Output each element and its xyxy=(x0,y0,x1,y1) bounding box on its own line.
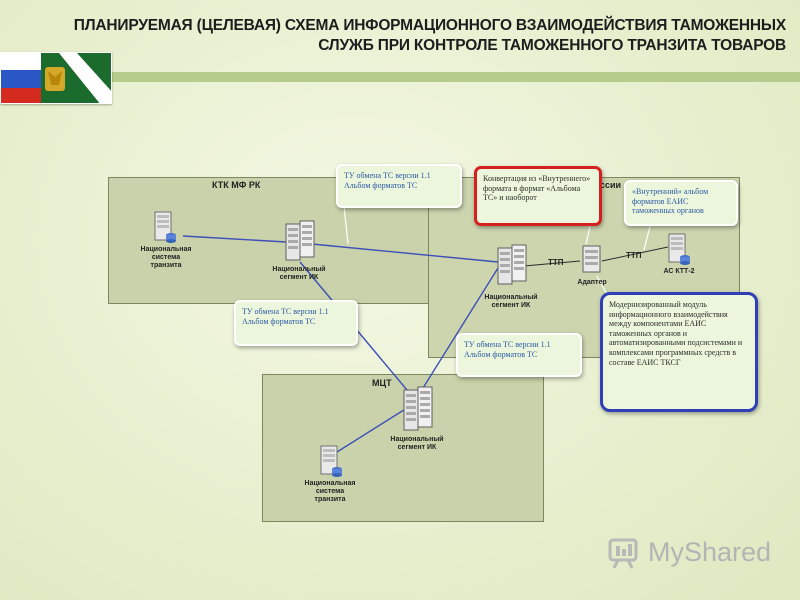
callout-conversion: Конвертация из «Внутреннего» формата в ф… xyxy=(474,166,602,226)
zone-mcu-label: МЦТ xyxy=(372,378,392,388)
adapter-server-icon xyxy=(580,244,604,281)
callout-tu-exchange-left: ТУ обмена ТС версии 1.1 Альбом форматов … xyxy=(234,300,358,346)
customs-flag-emblem xyxy=(0,52,112,104)
link-label-ttp: ТТП xyxy=(548,258,564,267)
server-rack-icon xyxy=(402,386,436,439)
callout-internal-album: «Внутренний» альбом форматов ЕАИС таможе… xyxy=(624,180,738,226)
node-label-nat-segment-russia: Национальный сегмент ИК xyxy=(484,294,538,309)
node-label-as-ktt2: АС КТТ-2 xyxy=(663,268,695,275)
link-label-ttp: ТТП xyxy=(626,251,642,260)
server-icon xyxy=(152,210,180,249)
watermark-text: MyShared xyxy=(648,537,772,567)
server-icon xyxy=(318,444,346,483)
node-label-nat-segment-mcu: Национальный сегмент ИК xyxy=(390,436,444,451)
zone-mcu xyxy=(262,374,544,522)
title-underline xyxy=(110,72,800,82)
zone-ktk-label: КТК МФ РК xyxy=(212,180,261,190)
callout-tu-exchange-bottom: ТУ обмена ТС версии 1.1 Альбом форматов … xyxy=(456,333,582,377)
node-label-nat-transit-system: Национальная система транзита xyxy=(140,246,192,269)
node-label-nat-segment-ktk: Национальный сегмент ИК xyxy=(272,266,326,281)
callout-modernized-module: Модернизированный модуль информационного… xyxy=(600,292,758,412)
slide-title: ПЛАНИРУЕМАЯ (ЦЕЛЕВАЯ) СХЕМА ИНФОРМАЦИОНН… xyxy=(73,17,786,54)
server-rack-icon xyxy=(284,220,318,269)
callout-tu-exchange-top: ТУ обмена ТС версии 1.1 Альбом форматов … xyxy=(336,164,462,208)
server-icon xyxy=(666,232,694,271)
node-label-nat-transit-system-mcu: Национальная система транзита xyxy=(304,480,356,503)
zone-russia-label: ссии xyxy=(600,180,622,190)
myshared-watermark: MyShared xyxy=(608,536,778,577)
server-rack-icon xyxy=(496,244,530,293)
node-label-adapter: Адаптер xyxy=(577,279,607,286)
